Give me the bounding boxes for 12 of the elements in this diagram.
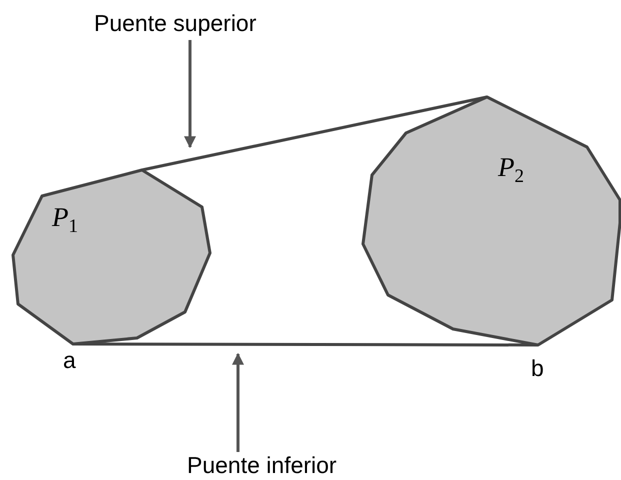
point-label: b (531, 355, 544, 382)
polygon-shape (361, 95, 621, 347)
point-label: a (63, 347, 76, 374)
polygon-shape (11, 168, 212, 346)
tangent-line (142, 96, 488, 172)
callout-text: Puente inferior (187, 452, 337, 479)
polygon-label: P$_{1}$ (52, 202, 78, 238)
polygon-label: P$_{2}$ (498, 152, 524, 188)
arrow (184, 40, 196, 148)
callout-text: Puente superior (94, 10, 256, 37)
arrow (232, 352, 244, 452)
tangent-line (73, 342, 538, 346)
